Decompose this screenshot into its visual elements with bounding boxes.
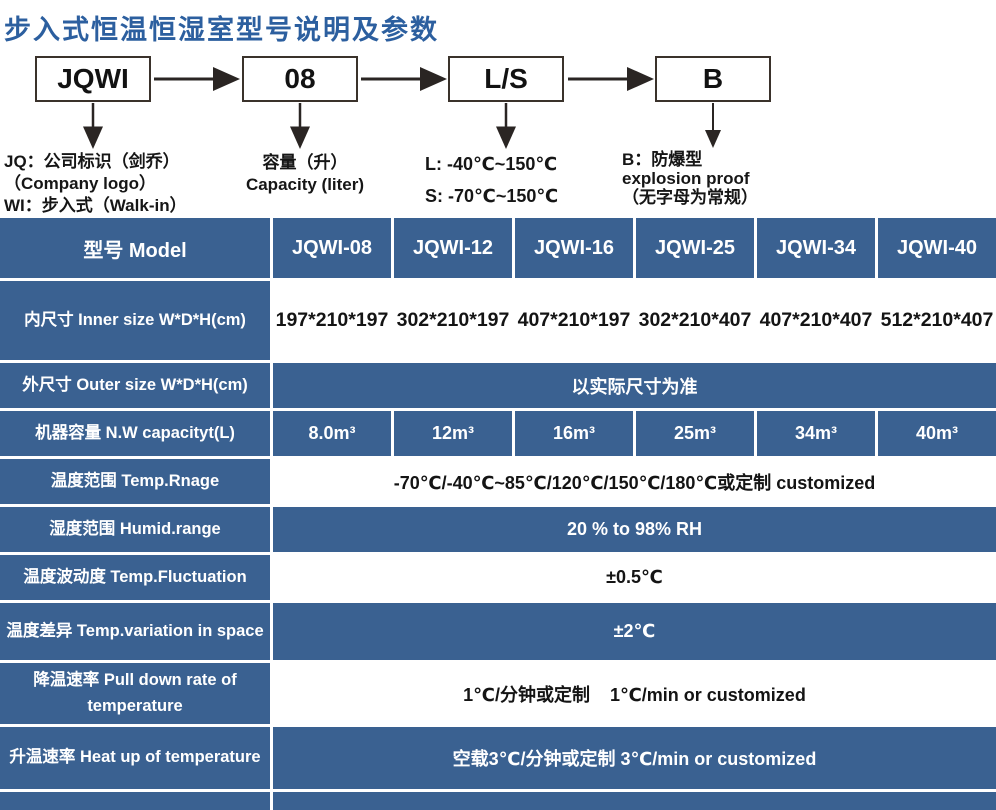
note-line: explosion proof [622, 169, 750, 189]
row-label: 温度范围 Temp.Rnage [0, 459, 270, 504]
note-line: （无字母为常规） [622, 188, 758, 208]
table-cell: 34m³ [757, 411, 875, 456]
flow-box-capacity: 08 [242, 56, 358, 102]
note-line: JQ：公司标识（剑乔） [4, 152, 180, 171]
note-capacity: 容量（升） Capacity (liter) [224, 152, 386, 196]
table-row-heatup: 升温速率 Heat up of temperature 空载3℃/分钟或定制 3… [0, 727, 996, 789]
table-row-fluctuation: 温度波动度 Temp.Fluctuation ±0.5℃ [0, 555, 996, 600]
header-model: JQWI-40 [878, 218, 996, 278]
table-row-inner-size: 内尺寸 Inner size W*D*H(cm) 197*210*197 302… [0, 281, 996, 360]
model-code-diagram: JQWI 08 L/S B JQ：公司标识（剑乔） （Company logo）… [0, 0, 996, 220]
note-company-logo: JQ：公司标识（剑乔） （Company logo） WI：步入式（Walk-i… [4, 151, 187, 217]
header-model: JQWI-34 [757, 218, 875, 278]
table-cell-span: 20 % to 98% RH [273, 507, 996, 552]
row-label: 温度波动度 Temp.Fluctuation [0, 555, 270, 600]
flow-box-temp-range: L/S [448, 56, 564, 102]
table-cell: 407*210*197 [515, 281, 633, 360]
note-line: L: -40℃~150℃ [425, 154, 558, 174]
table-cell: 25m³ [636, 411, 754, 456]
note-line: Capacity (liter) [245, 175, 365, 195]
header-model: JQWI-16 [515, 218, 633, 278]
table-row-capacity: 机器容量 N.W capacityt(L) 8.0m³ 12m³ 16m³ 25… [0, 411, 996, 456]
row-label: 降温速率 Pull down rate of temperature [0, 663, 270, 724]
page-title: 步入式恒温恒湿室型号说明及参数 [4, 15, 439, 45]
table-header-row: 型号 Model JQWI-08 JQWI-12 JQWI-16 JQWI-25… [0, 218, 996, 278]
row-label: 外尺寸 Outer size W*D*H(cm) [0, 363, 270, 408]
table-row-outer-size: 外尺寸 Outer size W*D*H(cm) 以实际尺寸为准 [0, 363, 996, 408]
row-label: 温度差异 Temp.variation in space [0, 603, 270, 660]
row-label: 升温速率 Heat up of temperature [0, 727, 270, 789]
table-cell: 302*210*197 [394, 281, 512, 360]
table-cell-span: 以实际重量为准 [273, 792, 996, 810]
table-row-temp-range: 温度范围 Temp.Rnage -70℃/-40℃~85℃/120℃/150℃/… [0, 459, 996, 504]
table-cell: 407*210*407 [757, 281, 875, 360]
note-explosion-proof: B：防爆型 explosion proof （无字母为常规） [622, 150, 758, 207]
table-row-weight: 机器重量 N.W weight(kg) 以实际重量为准 [0, 792, 996, 810]
row-label: 机器重量 N.W weight(kg) [0, 792, 270, 810]
table-cell-span: ±0.5℃ [273, 555, 996, 600]
header-model: JQWI-12 [394, 218, 512, 278]
row-label: 内尺寸 Inner size W*D*H(cm) [0, 281, 270, 360]
spec-table: 型号 Model JQWI-08 JQWI-12 JQWI-16 JQWI-25… [0, 218, 996, 810]
table-row-humidity: 湿度范围 Humid.range 20 % to 98% RH [0, 507, 996, 552]
table-cell: 12m³ [394, 411, 512, 456]
row-label: 湿度范围 Humid.range [0, 507, 270, 552]
table-cell-span: 空载3℃/分钟或定制 3℃/min or customized [273, 727, 996, 789]
note-line: 容量（升） [262, 153, 348, 172]
table-cell-span: 1℃/分钟或定制 1℃/min or customized [273, 663, 996, 724]
row-label: 机器容量 N.W capacityt(L) [0, 411, 270, 456]
note-temp-codes: L: -40℃~150℃ S: -70℃~150℃ [425, 149, 558, 212]
flow-box-explosion: B [655, 56, 771, 102]
note-line: S: -70℃~150℃ [425, 185, 559, 206]
table-cell: 8.0m³ [273, 411, 391, 456]
note-line: WI：步入式（Walk-in） [4, 196, 187, 216]
table-cell: 512*210*407 [878, 281, 996, 360]
header-model: JQWI-08 [273, 218, 391, 278]
table-cell-span: ±2℃ [273, 603, 996, 660]
table-row-pulldown: 降温速率 Pull down rate of temperature 1℃/分钟… [0, 663, 996, 724]
note-line: B：防爆型 [622, 150, 703, 169]
note-line: （Company logo） [4, 174, 157, 194]
header-model: JQWI-25 [636, 218, 754, 278]
flow-arrows [83, 67, 721, 149]
table-row-variation: 温度差异 Temp.variation in space ±2℃ [0, 603, 996, 660]
flow-box-jqwi: JQWI [35, 56, 151, 102]
table-cell-span: 以实际尺寸为准 [273, 363, 996, 408]
table-cell: 302*210*407 [636, 281, 754, 360]
table-cell: 197*210*197 [273, 281, 391, 360]
table-cell-span: -70℃/-40℃~85℃/120℃/150℃/180℃或定制 customiz… [273, 459, 996, 504]
header-model-label: 型号 Model [0, 218, 270, 278]
table-cell: 16m³ [515, 411, 633, 456]
table-cell: 40m³ [878, 411, 996, 456]
